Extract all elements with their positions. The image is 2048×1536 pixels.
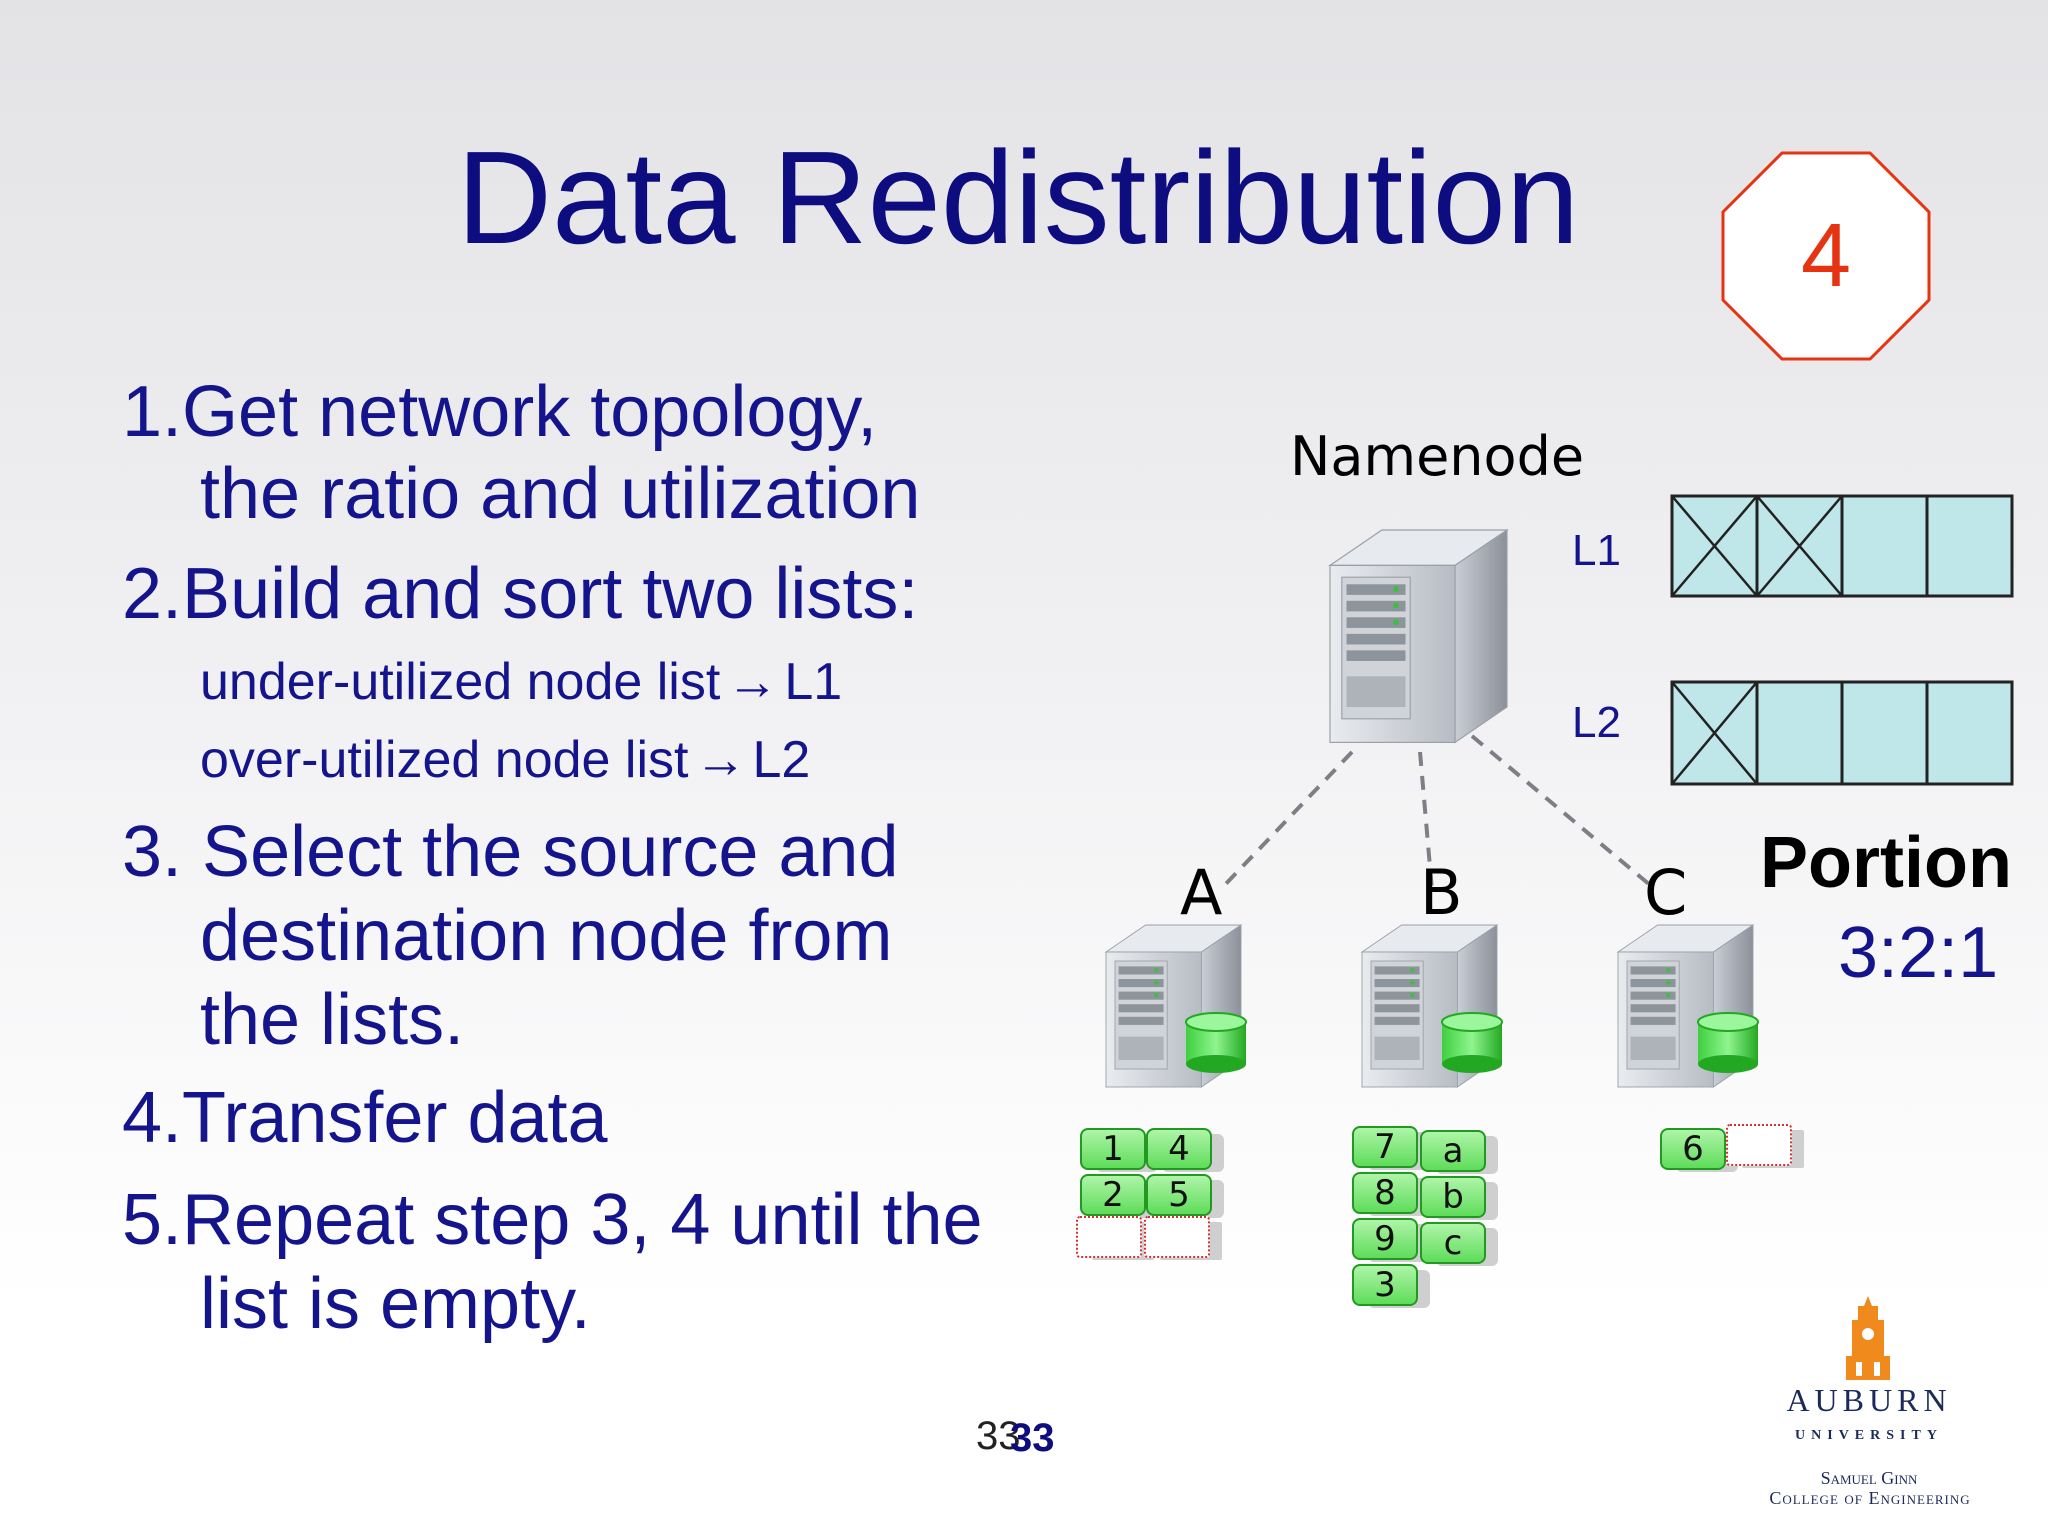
node-b-label: B — [1420, 856, 1463, 929]
arrow-right-icon: → — [694, 731, 747, 789]
block: 5 — [1146, 1174, 1212, 1216]
link-a — [1218, 750, 1354, 892]
node-a-label: A — [1180, 856, 1223, 929]
step-2-line-1: 2.Build and sort two lists: — [122, 554, 919, 634]
step-4-line-1: 4.Transfer data — [122, 1078, 608, 1158]
auburn-tower-logo-icon — [1846, 1296, 1890, 1380]
cross-mark — [1671, 681, 1758, 785]
step-1-line-2: the ratio and utilization — [200, 454, 921, 534]
step-2-sub-2: over-utilized node list→L2 — [200, 728, 810, 792]
datanode-c-disk-icon — [1697, 1012, 1759, 1074]
namenode-server-icon — [1329, 529, 1508, 743]
slide-number-back: 33 — [976, 1414, 1021, 1458]
empty-slot — [1076, 1216, 1142, 1258]
node-c-label: C — [1644, 856, 1688, 929]
datanode-b-disk-icon — [1441, 1012, 1503, 1074]
block: 3 — [1352, 1264, 1418, 1306]
list-l1 — [1670, 494, 2014, 598]
link-c — [1470, 734, 1658, 892]
step-2-sub-1: under-utilized node list→L1 — [200, 650, 842, 714]
logo-college-line-1: Samuel Ginn — [1820, 1468, 1918, 1488]
sub-1-text: under-utilized node list — [200, 653, 721, 711]
block: 4 — [1146, 1128, 1212, 1170]
step-1-line-1: 1.Get network topology, — [122, 372, 878, 452]
datanode-a-disk-icon — [1185, 1012, 1247, 1074]
empty-slot — [1144, 1216, 1210, 1258]
portion-title: Portion — [1760, 823, 2012, 903]
slide-number: 33 — [1010, 1416, 1055, 1460]
block: 6 — [1660, 1128, 1726, 1170]
block: b — [1420, 1176, 1486, 1218]
sub-2-target: L2 — [752, 731, 811, 789]
empty-slot — [1726, 1124, 1792, 1166]
logo-auburn: AUBURN — [1786, 1382, 1952, 1418]
portion-ratio: 3:2:1 — [1838, 913, 1999, 993]
block: 9 — [1352, 1218, 1418, 1260]
slide-title: Data Redistribution — [456, 124, 1580, 271]
block: a — [1420, 1130, 1486, 1172]
list-l2 — [1670, 680, 2014, 786]
cross-mark — [1756, 495, 1843, 597]
logo-university: UNIVERSITY — [1795, 1428, 1943, 1443]
step-badge-octagon — [1721, 151, 1931, 361]
list-l1-label: L1 — [1572, 526, 1621, 575]
sub-2-text: over-utilized node list — [200, 731, 689, 789]
logo-college-line-2: College of Engineering — [1769, 1488, 1971, 1508]
step-badge-number: 4 — [1800, 206, 1852, 306]
step-5-line-1: 5.Repeat step 3, 4 until the — [122, 1180, 983, 1260]
block: c — [1420, 1222, 1486, 1264]
cross-mark — [1671, 495, 1758, 597]
namenode-label: Namenode — [1290, 425, 1585, 488]
sub-1-target: L1 — [784, 653, 843, 711]
step-3-line-2: destination node from — [200, 896, 893, 976]
block: 1 — [1080, 1128, 1146, 1170]
arrow-right-icon: → — [726, 653, 779, 711]
block: 2 — [1080, 1174, 1146, 1216]
step-3-line-1: 3. Select the source and — [122, 812, 899, 892]
step-5-line-2: list is empty. — [200, 1264, 591, 1344]
list-l2-label: L2 — [1572, 698, 1621, 747]
block: 8 — [1352, 1172, 1418, 1214]
step-3-line-3: the lists. — [200, 980, 465, 1060]
block: 7 — [1352, 1126, 1418, 1168]
